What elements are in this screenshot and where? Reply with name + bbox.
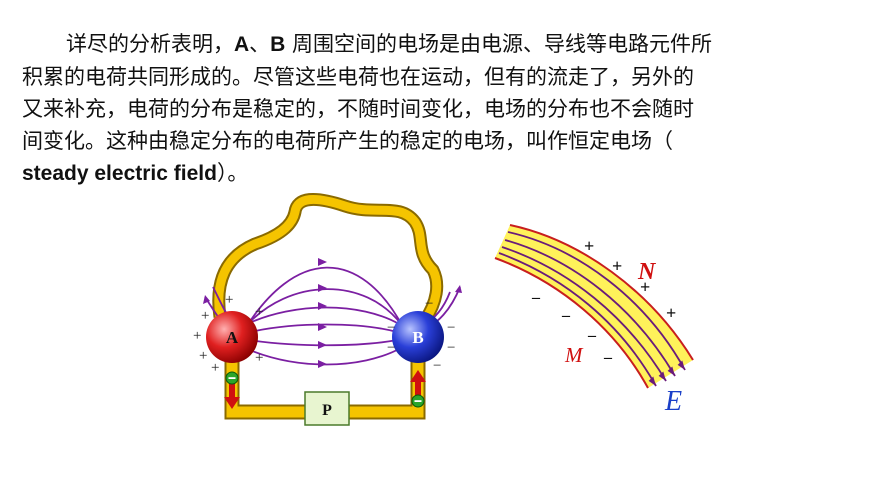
paragraph-line-5: steady electric field）。 [22,157,852,190]
plus-sign: + [666,303,676,323]
text-run-bold: steady electric field [22,162,217,185]
sphere-b [392,311,444,363]
power-source-box [304,391,350,426]
sphere-a [206,311,258,363]
band-field-lines [498,231,686,387]
plus-sign: + [584,236,594,256]
minus-sign: − [387,340,395,356]
minus-charges-b: − − − − − − [387,296,455,374]
minus-sign: – [531,289,541,306]
circuit-diagram: P A B + + + + + + + − [193,192,462,426]
field-line-arrows [203,258,462,368]
explanation-paragraph: 详尽的分析表明，A、B 周围空间的电场是由电源、导线等电路元件所 积累的电荷共同… [22,28,852,190]
plus-sign: + [193,328,201,344]
plus-sign: + [201,308,209,324]
charge-badge-left [225,371,239,385]
field-band-diagram: + + + + – – – – N M E [494,224,694,417]
text-run-bold: A [234,33,250,56]
paragraph-line-4: 间变化。这种由稳定分布的电荷所产生的稳定的电场，叫作恒定电场（ [22,129,673,153]
band-edge-top [509,224,694,361]
minus-sign: – [603,349,613,366]
label-m: M [564,343,584,367]
sphere-a-label: A [226,328,239,347]
paragraph-line-1: 详尽的分析表明，A、B 周围空间的电场是由电源、导线等电路元件所 [22,28,852,61]
label-n: N [637,259,657,285]
plus-charges-a: + + + + + + + [193,292,263,376]
text-run-bold: B [270,33,286,56]
minus-sign: − [425,296,433,312]
current-arrow-right [410,370,426,397]
band-edge-bottom [494,257,649,389]
minus-sign: − [387,320,395,336]
minus-sign: − [433,358,441,374]
wire-top-fill [214,194,442,323]
minus-sign: − [447,320,455,336]
text-run: 周围空间的电场是由电源、导线等电路元件所 [285,32,713,56]
plus-sign: + [255,350,263,366]
plus-sign: + [255,304,263,320]
charge-badge-right [411,394,425,408]
minus-sign: − [447,340,455,356]
surface-plus-charges: + + + + [584,236,676,323]
plus-sign: + [211,360,219,376]
plus-sign: + [199,348,207,364]
text-run: 、 [249,32,271,56]
text-run: ）。 [216,161,249,185]
paragraph-line-2: 积累的电荷共同形成的。尽管这些电荷也在运动，但有的流走了，另外的 [22,65,694,89]
minus-sign: – [587,327,597,344]
plus-sign: + [640,277,650,297]
band-field-arrows [648,360,685,386]
label-e: E [664,386,682,417]
paragraph-line-3: 又来补充，电荷的分布是稳定的，不随时间变化，电场的分布也不会随时 [22,97,694,121]
power-source-label: P [322,402,332,419]
plus-sign: + [225,292,233,308]
text-run: 详尽的分析表明， [66,32,234,56]
plus-sign: + [612,256,622,276]
minus-sign: – [561,307,571,324]
surface-minus-charges: – – – – [531,289,613,366]
current-arrow-left [224,382,240,409]
sphere-b-label: B [412,328,423,347]
